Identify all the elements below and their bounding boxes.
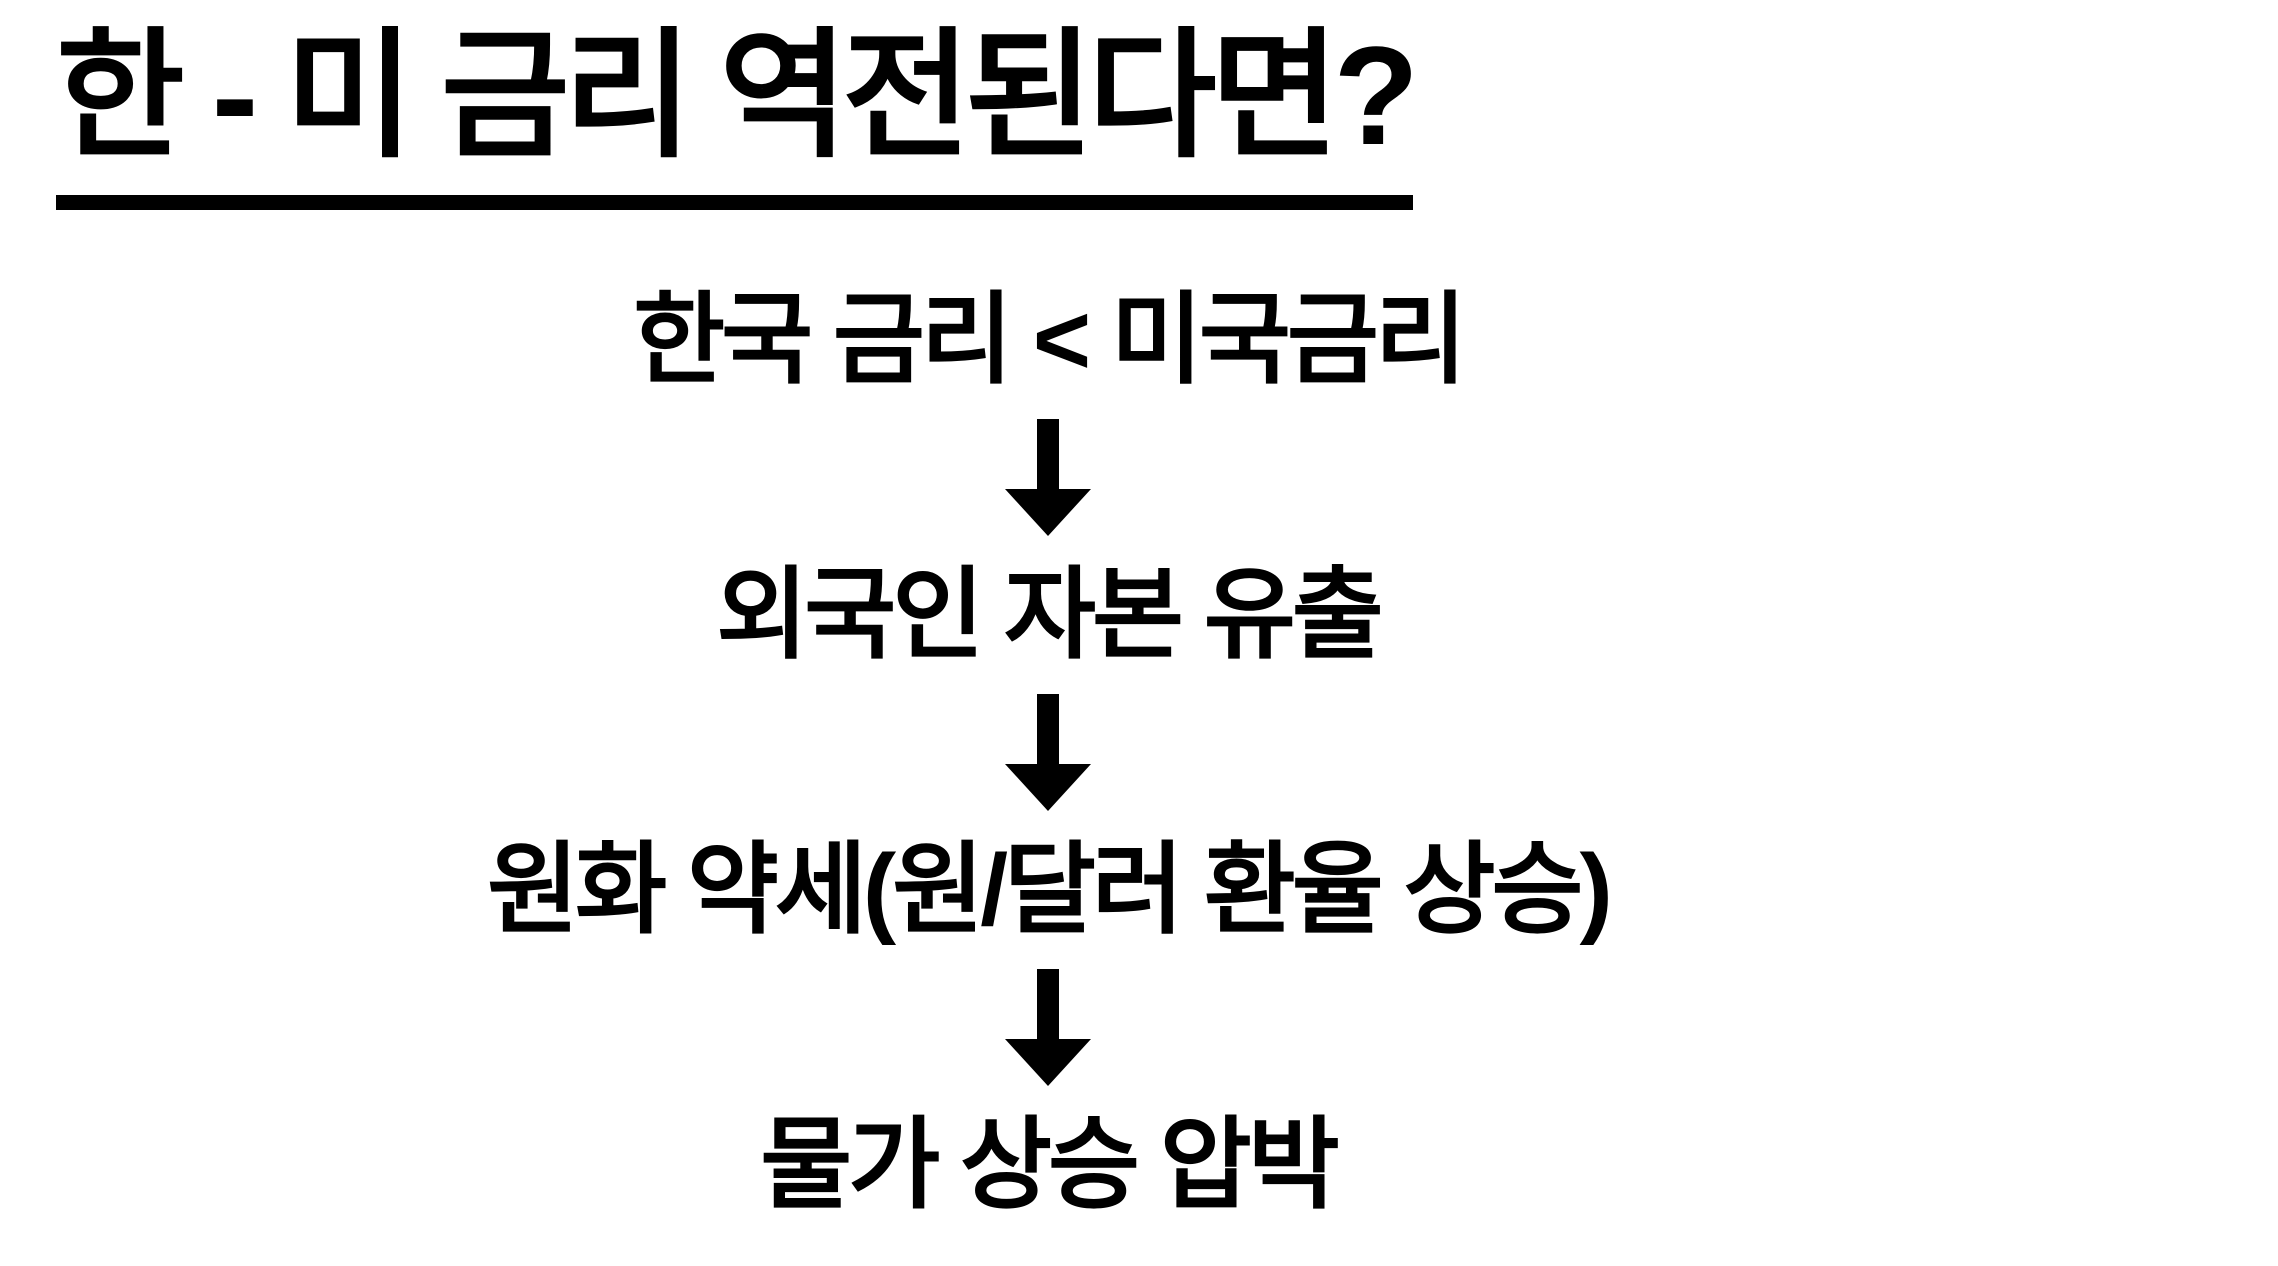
flow-step-won-weakness: 원화 약세(원/달러 환율 상승)	[487, 834, 1613, 946]
flow-step-korea-us-rate: 한국 금리 < 미국금리	[633, 284, 1467, 396]
arrow-head	[1005, 489, 1091, 536]
arrow-head	[1005, 764, 1091, 811]
title-block: 한 - 미 금리 역전된다면?	[56, 8, 1419, 210]
down-arrow-icon	[1005, 694, 1091, 811]
down-arrow-icon	[1005, 419, 1091, 536]
down-arrow-icon	[1005, 969, 1091, 1086]
flow-step-inflation-pressure: 물가 상승 압박	[760, 1109, 1340, 1221]
arrow-stem	[1037, 694, 1059, 764]
flow-diagram: 한국 금리 < 미국금리 외국인 자본 유출 원화 약세(원/달러 환율 상승)…	[0, 285, 2096, 1220]
flow-step-capital-outflow: 외국인 자본 유출	[716, 559, 1384, 671]
page-title: 한 - 미 금리 역전된다면?	[56, 8, 1419, 210]
arrow-stem	[1037, 969, 1059, 1039]
arrow-head	[1005, 1039, 1091, 1086]
arrow-stem	[1037, 419, 1059, 489]
